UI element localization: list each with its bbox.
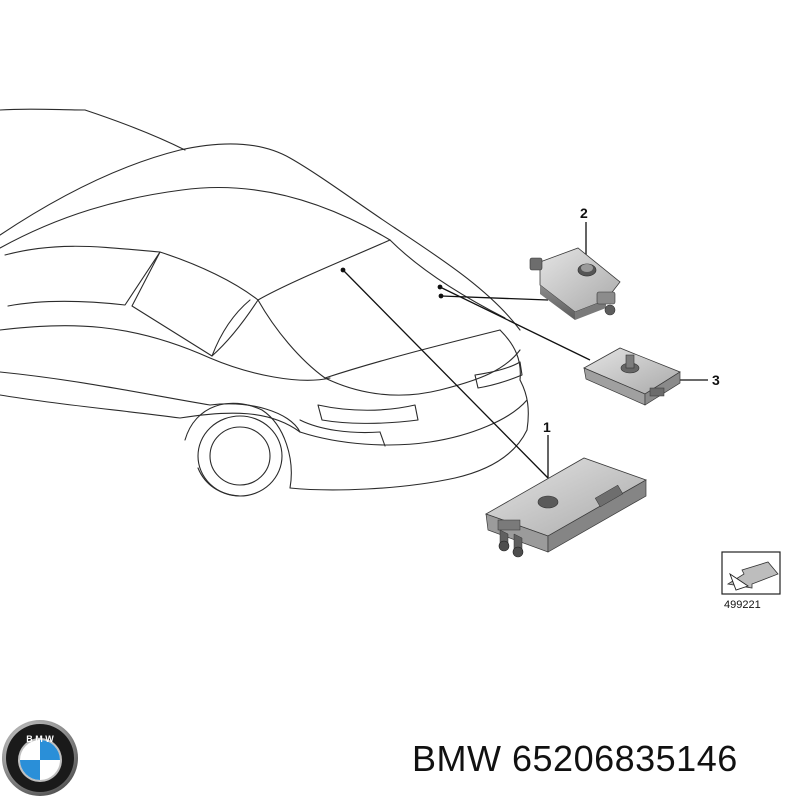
leader-lines: [340, 222, 708, 479]
part-2-antenna-amplifier: [529, 247, 621, 320]
brand-name: BMW: [412, 738, 502, 779]
bmw-logo: B M W: [2, 720, 78, 796]
arrow-icon: [729, 572, 750, 591]
reference-code: 499221: [724, 599, 761, 611]
part-caption: BMW 65206835146: [412, 738, 738, 780]
callout-label-2: 2: [580, 205, 588, 221]
reference-box: [721, 551, 781, 595]
callout-label-3: 3: [712, 372, 720, 388]
part-3-module: [583, 347, 681, 406]
car-outline: [0, 108, 529, 497]
part-number: 65206835146: [512, 738, 738, 779]
svg-text:B M W: B M W: [26, 734, 54, 744]
callout-label-1: 1: [543, 419, 551, 435]
part-1-control-unit: [485, 457, 647, 558]
